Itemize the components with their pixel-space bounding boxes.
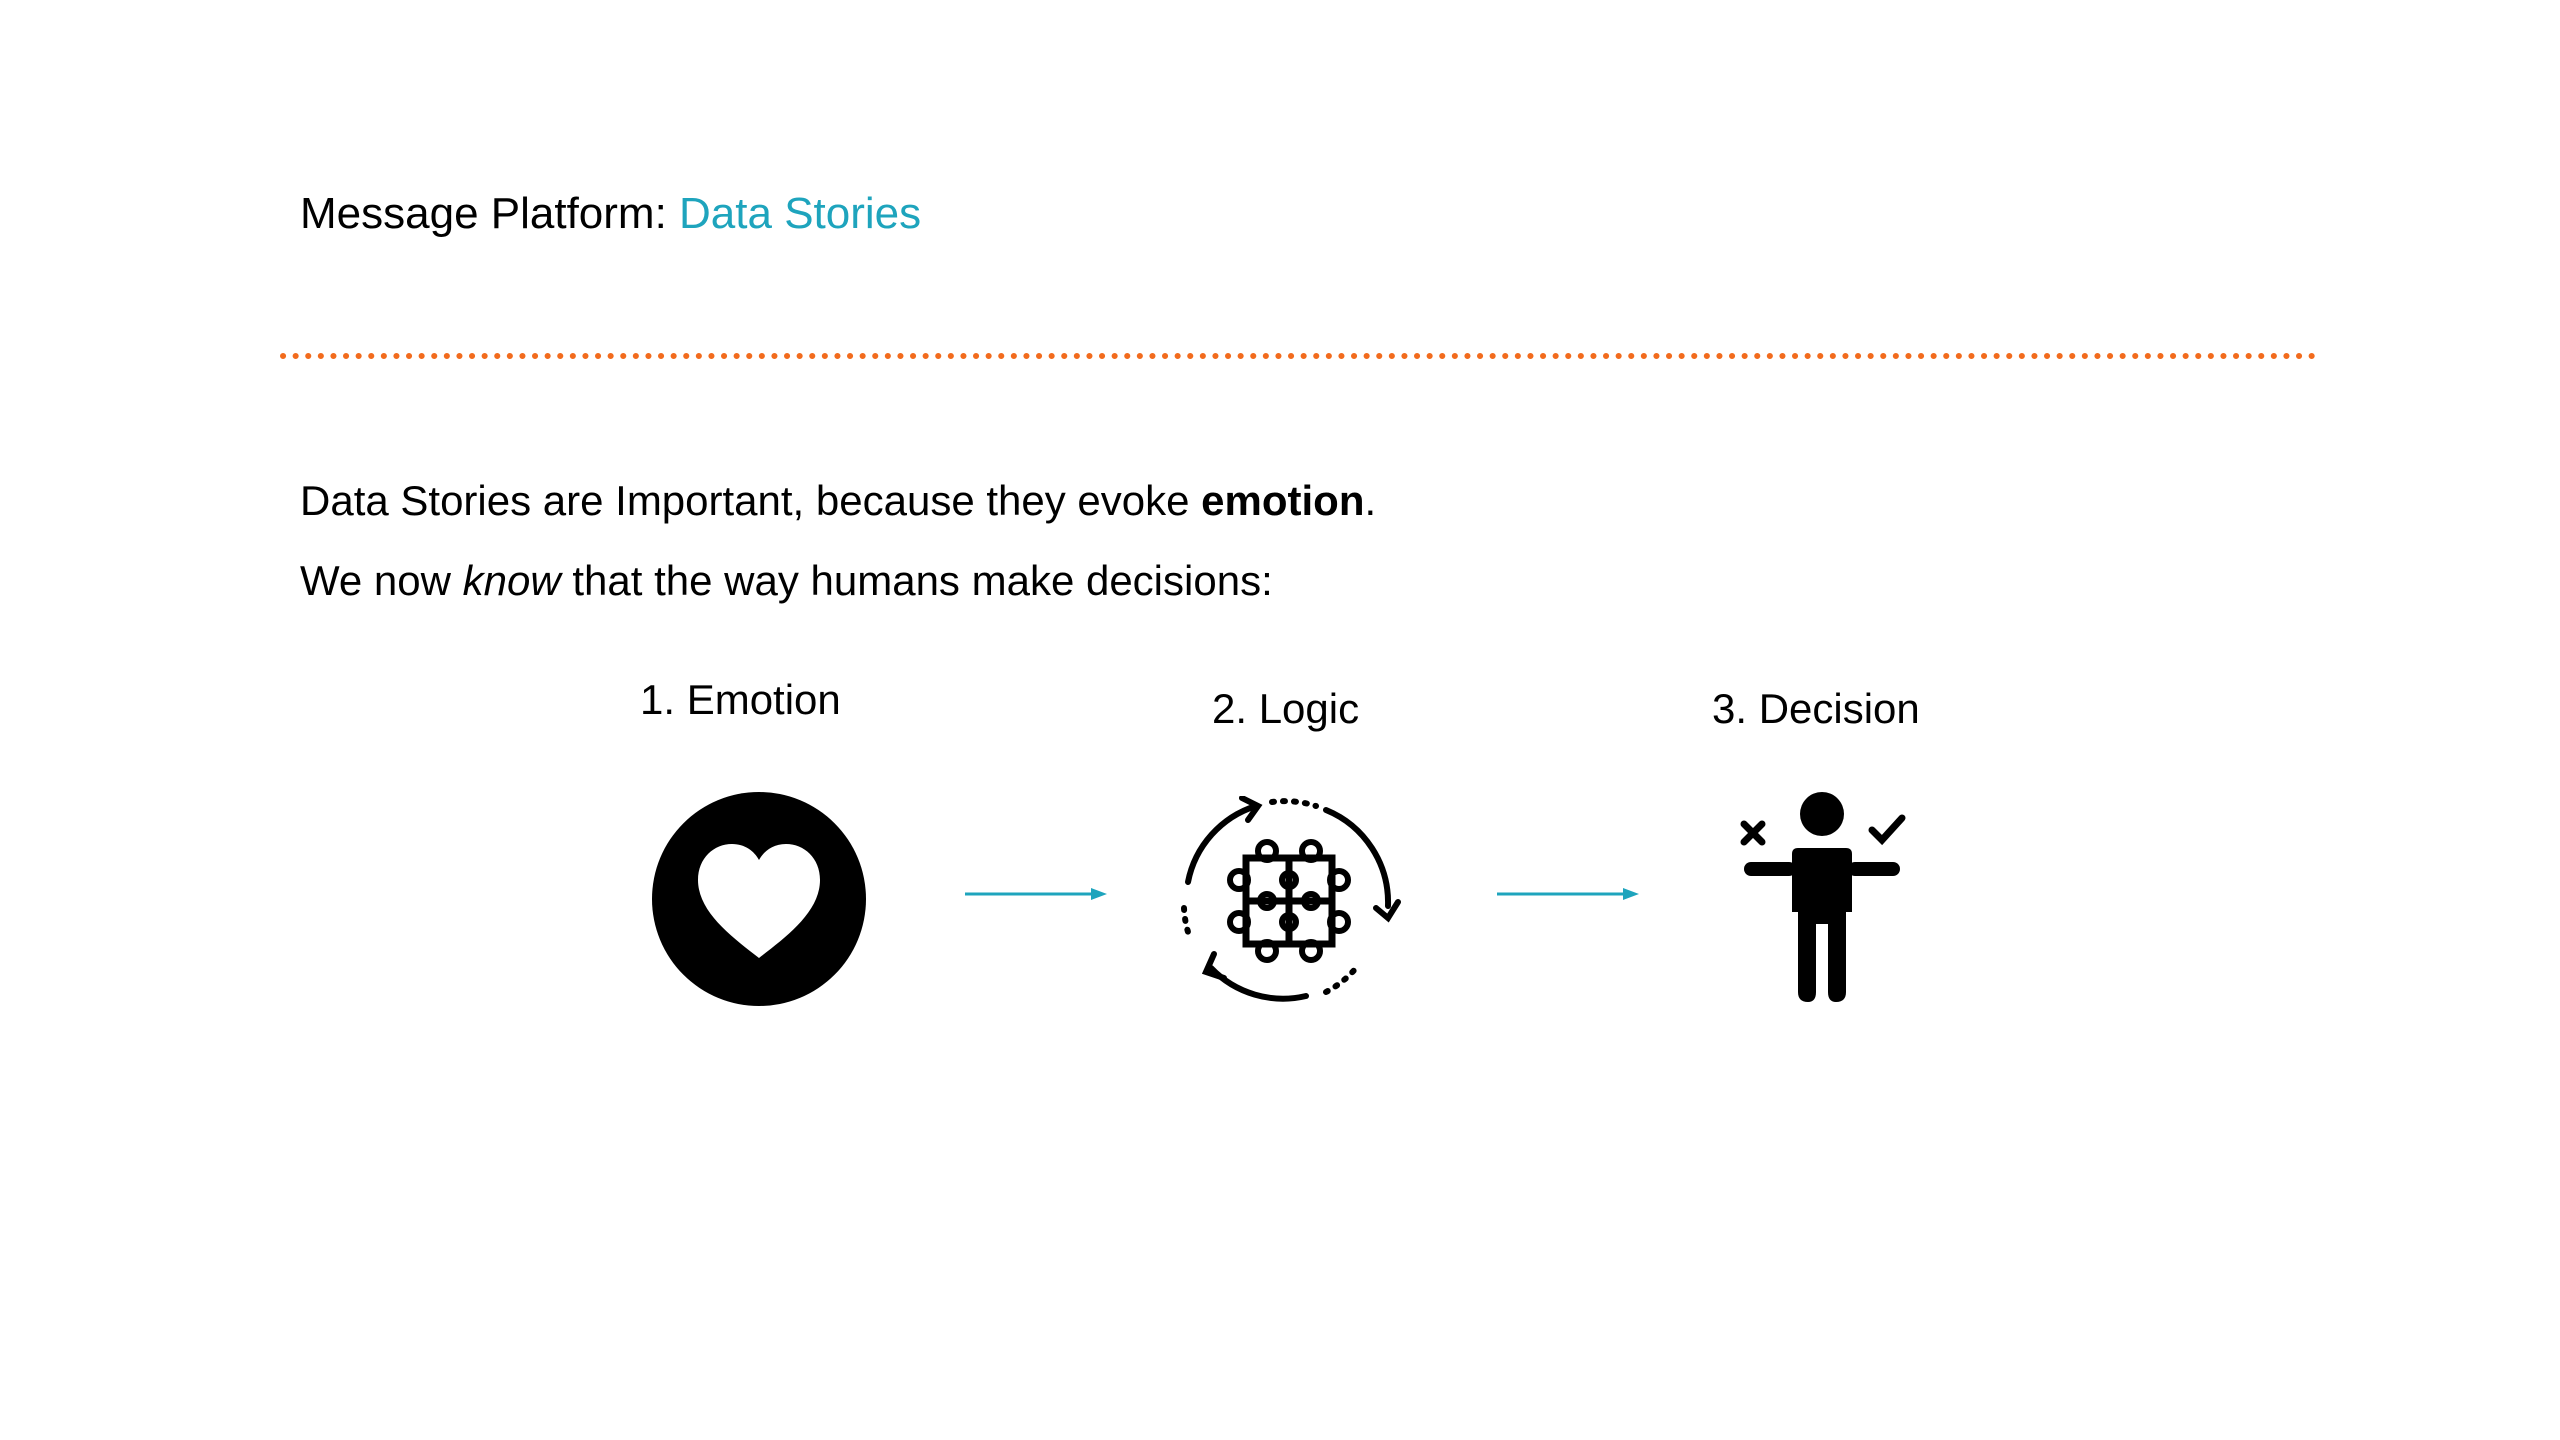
- step-label-decision: 3. Decision: [1712, 685, 1920, 732]
- title-prefix: Message Platform:: [300, 189, 680, 238]
- flow-arrow-icon: [1497, 888, 1639, 900]
- person-decision-icon: [1740, 792, 1906, 1002]
- slide-title: Message Platform: Data Stories: [300, 186, 921, 242]
- body-line-importance: Data Stories are Important, because they…: [300, 474, 1376, 528]
- line1-after: .: [1364, 477, 1377, 524]
- step-label-emotion: 1. Emotion: [640, 676, 841, 723]
- dotted-divider: [280, 353, 2327, 359]
- line2-italic: know: [462, 557, 561, 604]
- flow-arrow-icon: [965, 888, 1107, 900]
- body-line-decisions: We now know that the way humans make dec…: [300, 554, 1273, 608]
- line1-bold: emotion: [1201, 477, 1365, 524]
- heart-circle-icon: [652, 792, 866, 1006]
- line2-after: that the way humans make decisions:: [560, 557, 1273, 604]
- step-label-logic: 2. Logic: [1212, 685, 1360, 732]
- title-accent: Data Stories: [679, 189, 922, 238]
- puzzle-cycle-icon: [1181, 796, 1401, 1002]
- line2-before: We now: [300, 557, 463, 604]
- line1-before: Data Stories are Important, because they…: [300, 477, 1202, 524]
